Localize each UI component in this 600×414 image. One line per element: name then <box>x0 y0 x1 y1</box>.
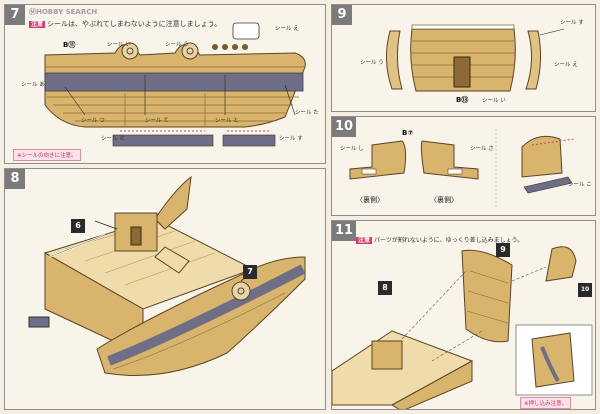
stern-panel-diagram <box>386 24 565 92</box>
watermark: ⓂHOBBY SEARCH <box>29 8 98 16</box>
seal-label: シール い <box>482 98 506 104</box>
step-7-panel: 7 ⓂHOBBY SEARCH 注意シールは、やぶれてしまわないように注意しまし… <box>4 4 326 164</box>
seal-label: シール え <box>554 62 578 68</box>
step-note: 注意シールは、やぶれてしまわないように注意しましょう。 <box>29 19 221 29</box>
part-badge-6: 6 <box>71 219 85 233</box>
part-badge-10: 10 <box>578 283 592 297</box>
seal-label: シール つ <box>81 118 105 124</box>
caution-text: パーツが割れないように、ゆっくり差し込みましょう。 <box>374 237 524 244</box>
caution-text: シールは、やぶれてしまわないように注意しましょう。 <box>47 20 222 28</box>
part-badge-7: 7 <box>243 265 257 279</box>
step-number: 9 <box>332 5 352 25</box>
seal-label: シール う <box>360 60 384 66</box>
back-side-caption-right: 〈裏側〉 <box>430 196 458 204</box>
part-badge-9: 9 <box>496 243 510 257</box>
seal-label: シール あ <box>21 82 45 88</box>
step-8-panel: 8 <box>4 168 326 410</box>
seal-label: シール い <box>107 42 131 48</box>
caution-tag: 注意 <box>356 237 373 244</box>
step-number: 7 <box>5 5 25 25</box>
step-number: 10 <box>332 117 357 137</box>
seal-label: シール て <box>145 118 169 124</box>
step-10-panel: 10 B⑦ 〈裏側〉 〈裏側〉 シール し シール さ シール こ <box>331 116 596 216</box>
back-side-caption-left: 〈裏側〉 <box>356 196 384 204</box>
part-label-b7: B⑦ <box>402 129 414 137</box>
hull-side-diagram <box>44 22 306 147</box>
seal-label: シール し <box>340 146 364 152</box>
seal-label: シール と <box>215 118 239 124</box>
seal-label: シール す <box>279 136 303 142</box>
step-number: 11 <box>332 221 357 241</box>
caution-tag: 注意 <box>29 21 46 28</box>
seal-label: シール さ <box>470 146 494 152</box>
part-label-b13: B⑬ <box>456 96 469 104</box>
bracket-parts-diagram <box>349 129 575 209</box>
seal-label: シール せ <box>101 136 125 142</box>
seal-label: シール た <box>295 110 319 116</box>
step-9-panel: 9 B⑬ シール す シール う シール え シール い <box>331 4 596 112</box>
seal-label: シール え <box>275 26 299 32</box>
seal-label: シール す <box>560 20 584 26</box>
press-in-note: ※押し込み注意。 <box>520 397 572 409</box>
seal-label: シール う <box>165 42 189 48</box>
orientation-note: ※シールの向きに注意。 <box>13 149 81 161</box>
stern-attach-diagram <box>332 246 593 409</box>
step-11-panel: 11 注意パーツが割れないように、ゆっくり差し込みましょう。 8 <box>331 220 596 410</box>
part-badge-8: 8 <box>378 281 392 295</box>
step-number: 8 <box>5 169 25 189</box>
part-label-b11: B⑪ <box>63 41 76 49</box>
seal-label: シール こ <box>568 182 592 188</box>
step-note: 注意パーツが割れないように、ゆっくり差し込みましょう。 <box>356 235 523 244</box>
ship-assembly-diagram <box>28 175 306 376</box>
